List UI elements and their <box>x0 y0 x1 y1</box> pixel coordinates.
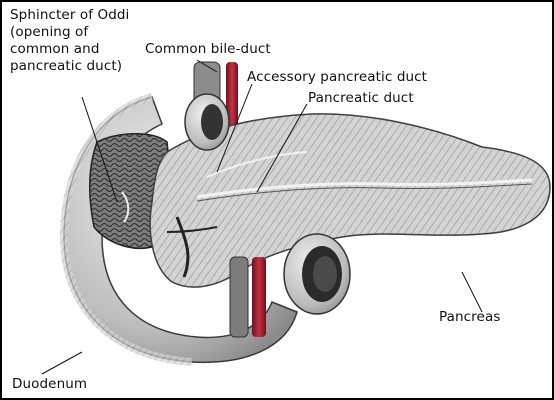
leader-duodenum <box>42 352 82 374</box>
label-pancreatic-duct: Pancreatic duct <box>308 90 414 107</box>
label-pancreas: Pancreas <box>439 309 500 326</box>
label-duodenum: Duodenum <box>12 376 87 393</box>
leader-pancreas <box>462 272 482 312</box>
label-accessory-pancreatic-duct: Accessory pancreatic duct <box>247 69 427 86</box>
label-common-bile-duct: Common bile-duct <box>145 41 271 58</box>
label-sphincter-of-oddi: Sphincter of Oddi (opening of common and… <box>10 7 129 75</box>
